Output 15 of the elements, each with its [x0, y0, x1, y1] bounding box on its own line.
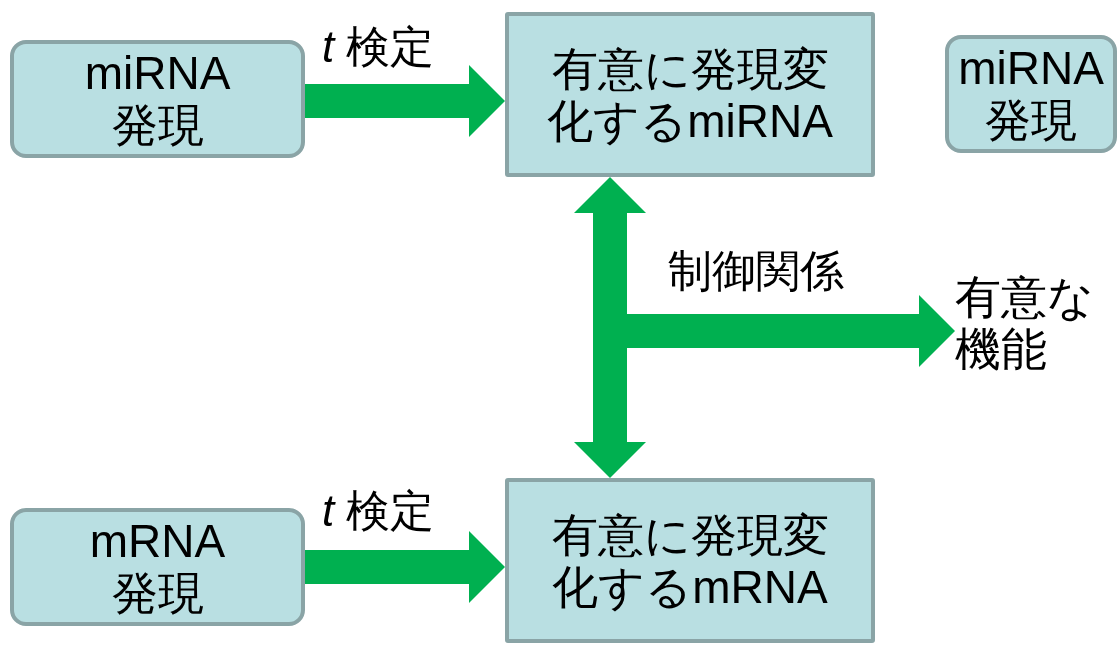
box-text: 有意に発現変化するmiRNA	[546, 42, 834, 147]
block-arrow	[627, 295, 955, 367]
box-text: miRNA 発現	[83, 47, 232, 151]
process-box	[945, 35, 1117, 153]
result-text: 有意な機能	[955, 258, 1105, 388]
block-arrow	[574, 177, 646, 478]
block-arrow	[305, 531, 505, 603]
box-text: mRNA 発現	[88, 515, 227, 619]
process-box	[505, 478, 875, 643]
box-text: 有意に発現変化するmRNA	[550, 508, 830, 613]
process-box	[10, 40, 305, 158]
process-box	[10, 508, 305, 626]
block-arrow	[305, 65, 505, 137]
process-box	[505, 12, 875, 177]
box-text: miRNA 発現	[957, 42, 1105, 146]
